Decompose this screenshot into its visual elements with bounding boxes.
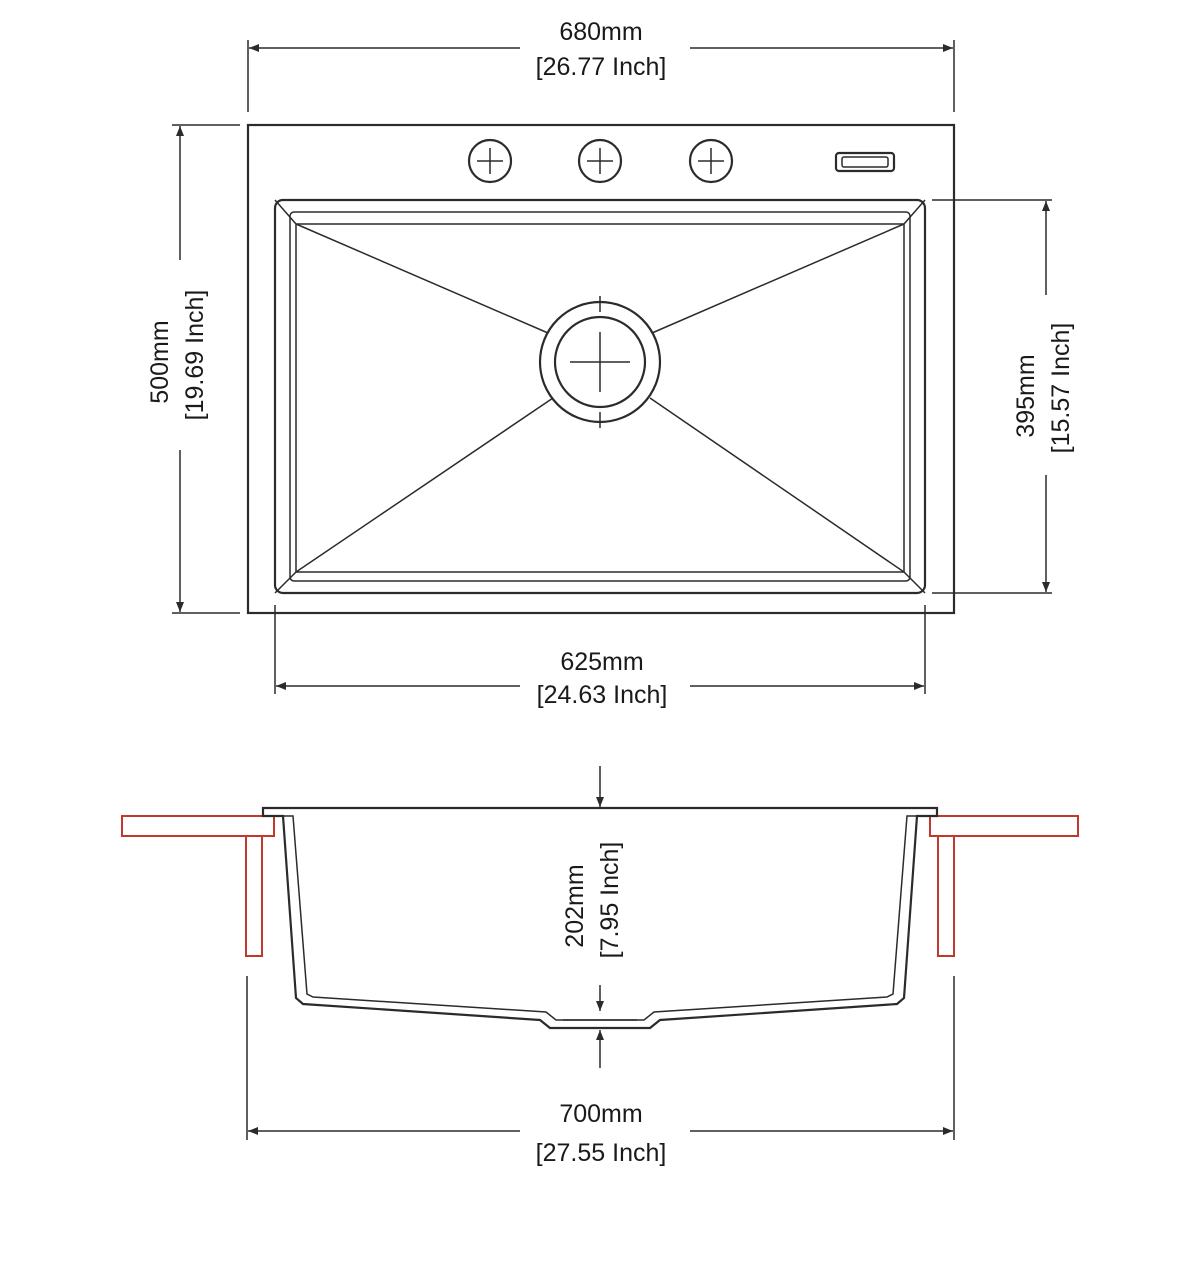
slope-line bbox=[651, 223, 905, 334]
drain-icon bbox=[538, 296, 662, 428]
sink-profile-outer bbox=[261, 806, 939, 1030]
overflow-slot-icon bbox=[834, 151, 896, 173]
dim-cutout-width: 700mm [27.55 Inch] bbox=[246, 976, 955, 1167]
section-view: 202mm [7.95 Inch] 700mm [27.55 Inch] bbox=[121, 766, 1079, 1167]
faucet-hole-icon bbox=[467, 138, 513, 184]
dim-label-mm: 700mm bbox=[559, 1100, 642, 1128]
dim-bowl-height: 202mm [7.95 Inch] bbox=[561, 766, 624, 1068]
dim-label-mm: 202mm bbox=[561, 864, 589, 947]
bowl-inner-band bbox=[289, 211, 911, 582]
dim-label-inch: [19.69 Inch] bbox=[181, 290, 209, 421]
dim-label-mm: 500mm bbox=[146, 320, 174, 403]
cabinet-wall-left bbox=[245, 835, 263, 957]
dim-label-inch: [24.63 Inch] bbox=[537, 681, 668, 709]
slope-line bbox=[295, 223, 549, 334]
slope-line bbox=[649, 397, 905, 573]
dim-label-inch: [27.55 Inch] bbox=[536, 1139, 667, 1167]
dim-label-mm: 395mm bbox=[1012, 354, 1040, 437]
sink-outer-rim bbox=[246, 123, 956, 615]
countertop-right bbox=[929, 815, 1079, 837]
dim-label-inch: [26.77 Inch] bbox=[536, 53, 667, 81]
dim-label-inch: [15.57 Inch] bbox=[1047, 323, 1075, 454]
dim-label-mm: 680mm bbox=[559, 18, 642, 46]
slope-line bbox=[295, 397, 554, 573]
faucet-hole-icon bbox=[577, 138, 623, 184]
countertop-left bbox=[121, 815, 275, 837]
bowl-floor bbox=[295, 223, 905, 573]
dim-bowl-width: 625mm [24.63 Inch] bbox=[274, 605, 926, 709]
faucet-hole-icon bbox=[688, 138, 734, 184]
dim-label-mm: 625mm bbox=[560, 648, 643, 676]
dim-overall-width: 680mm [26.77 Inch] bbox=[247, 18, 955, 112]
bowl-outline bbox=[273, 198, 927, 595]
top-view: 680mm [26.77 Inch] 500mm [19.69 Inch] 39… bbox=[146, 18, 1075, 709]
dim-overall-depth: 500mm [19.69 Inch] bbox=[146, 124, 240, 614]
cabinet-wall-right bbox=[937, 835, 955, 957]
dim-label-inch: [7.95 Inch] bbox=[596, 842, 624, 959]
dim-bowl-depth: 395mm [15.57 Inch] bbox=[932, 199, 1075, 594]
